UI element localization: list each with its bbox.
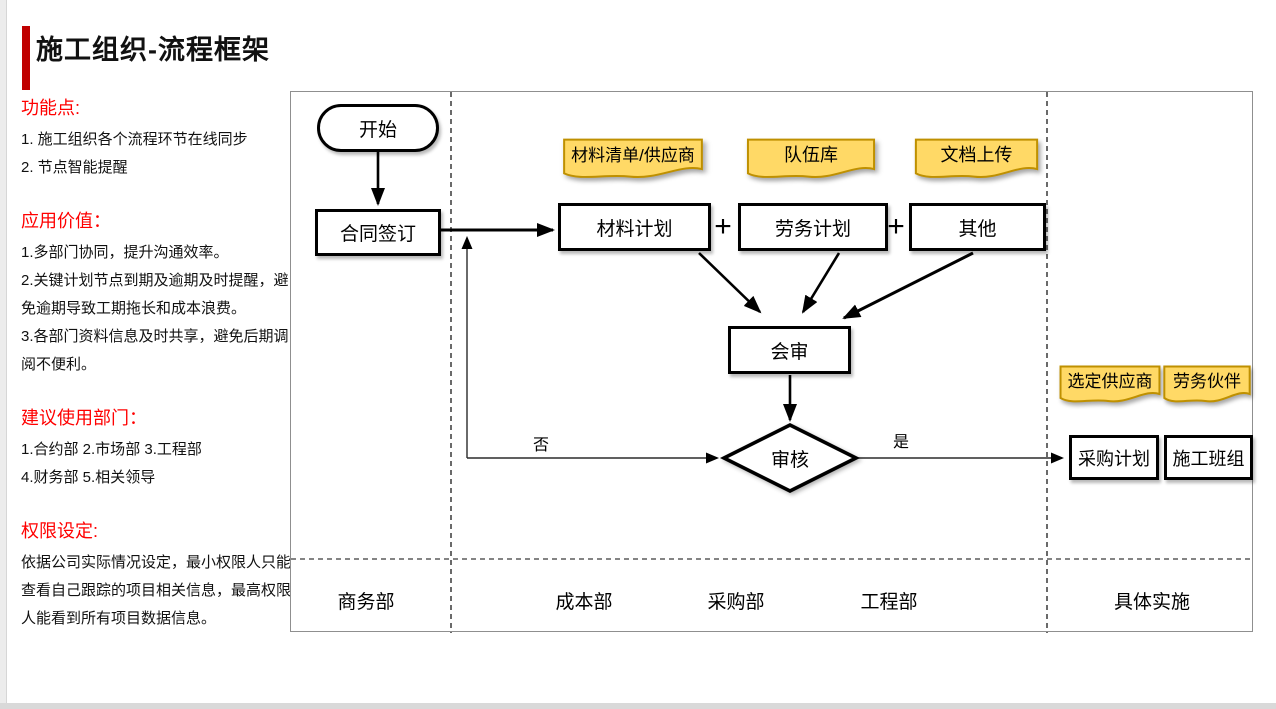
note-shape-icon bbox=[562, 138, 704, 183]
note-shape-icon bbox=[746, 138, 876, 183]
sidebar-section-value: 应用价值： 1.多部门协同，提升沟通效率。 2.关键计划节点到期及逾期及时提醒，… bbox=[21, 209, 293, 379]
note-selected-supplier: 选定供应商 bbox=[1059, 365, 1161, 407]
node-joint-review-label: 会审 bbox=[770, 341, 809, 363]
note-labor-partner: 劳务伙伴 bbox=[1163, 365, 1251, 407]
edge-label-yes: 是 bbox=[893, 434, 910, 451]
flowchart-connectors bbox=[291, 92, 1254, 633]
node-audit-label: 审核 bbox=[770, 449, 809, 471]
audit-diamond-shape bbox=[719, 422, 861, 494]
section-line: 3.各部门资料信息及时共享，避免后期调阅不便利。 bbox=[21, 328, 289, 373]
sidebar-section-features: 功能点: 1. 施工组织各个流程环节在线同步 2. 节点智能提醒 bbox=[21, 96, 293, 182]
node-joint-review: 会审 bbox=[728, 326, 851, 374]
lane-label-cost-dept: 成本部 bbox=[555, 592, 613, 613]
section-line: 2.关键计划节点到期及逾期及时提醒，避免逾期导致工期拖长和成本浪费。 bbox=[21, 272, 289, 317]
node-other: 其他 bbox=[909, 203, 1046, 251]
window-edge-bottom bbox=[0, 703, 1276, 709]
section-heading: 应用价值： bbox=[21, 211, 111, 231]
note-doc-upload: 文档上传 bbox=[914, 138, 1039, 183]
note-doc-upload-label: 文档上传 bbox=[940, 145, 1013, 165]
section-heading: 功能点: bbox=[21, 98, 81, 118]
node-construction-team-label: 施工班组 bbox=[1172, 448, 1245, 469]
edge-label-no: 否 bbox=[533, 437, 550, 454]
lane-label-business-dept: 商务部 bbox=[337, 592, 395, 613]
arrow-material-to-review bbox=[698, 252, 762, 314]
plus-separator-1: + bbox=[714, 210, 732, 243]
node-purchase-plan-label: 采购计划 bbox=[1078, 448, 1150, 469]
title-accent-bar bbox=[22, 26, 30, 90]
node-start-label: 开始 bbox=[358, 119, 397, 141]
window-edge-left bbox=[0, 0, 7, 709]
node-other-label: 其他 bbox=[958, 218, 997, 240]
note-selected-supplier-label: 选定供应商 bbox=[1067, 372, 1153, 391]
note-shape-icon bbox=[1059, 365, 1161, 407]
section-line: 4.财务部 5.相关领导 bbox=[21, 469, 156, 486]
section-line: 1.多部门协同，提升沟通效率。 bbox=[21, 244, 229, 261]
node-audit: 审核 bbox=[750, 445, 830, 471]
note-team-library: 队伍库 bbox=[746, 138, 876, 183]
node-material-plan: 材料计划 bbox=[558, 203, 711, 251]
node-contract-label: 合同签订 bbox=[339, 224, 416, 245]
lane-label-implementation: 具体实施 bbox=[1113, 592, 1191, 613]
note-team-library-label: 队伍库 bbox=[784, 145, 838, 165]
flowchart-canvas: 开始 合同签订 材料计划 劳务计划 其他 会审 采购计划 施工班组 审核 + + bbox=[290, 91, 1254, 633]
arrow-labor-to-review bbox=[801, 252, 841, 314]
lane-label-purchasing-dept: 采购部 bbox=[707, 592, 765, 613]
section-line: 2. 节点智能提醒 bbox=[21, 159, 128, 176]
node-labor-plan: 劳务计划 bbox=[738, 203, 888, 251]
sidebar-notes: 功能点: 1. 施工组织各个流程环节在线同步 2. 节点智能提醒 应用价值： 1… bbox=[21, 96, 293, 660]
plus-separator-2: + bbox=[887, 210, 905, 243]
node-construction-team: 施工班组 bbox=[1164, 435, 1253, 480]
section-line: 依据公司实际情况设定，最小权限人只能查看自己跟踪的项目相关信息，最高权限人能看到… bbox=[21, 554, 292, 627]
note-labor-partner-label: 劳务伙伴 bbox=[1173, 372, 1241, 391]
note-material-list-label: 材料清单/供应商 bbox=[571, 146, 695, 165]
section-line: 1.合约部 2.市场部 3.工程部 bbox=[21, 441, 202, 458]
section-heading: 权限设定: bbox=[21, 521, 99, 541]
section-line: 1. 施工组织各个流程环节在线同步 bbox=[21, 131, 248, 148]
page-title: 施工组织-流程框架 bbox=[36, 35, 270, 65]
node-labor-plan-label: 劳务计划 bbox=[774, 218, 851, 240]
sidebar-section-departments: 建议使用部门： 1.合约部 2.市场部 3.工程部 4.财务部 5.相关领导 bbox=[21, 406, 293, 492]
lane-label-engineering-dept: 工程部 bbox=[860, 592, 918, 613]
sidebar-section-permissions: 权限设定: 依据公司实际情况设定，最小权限人只能查看自己跟踪的项目相关信息，最高… bbox=[21, 519, 293, 633]
note-shape-icon bbox=[1163, 365, 1251, 407]
node-start: 开始 bbox=[317, 104, 439, 152]
node-material-plan-label: 材料计划 bbox=[596, 218, 673, 240]
node-purchase-plan: 采购计划 bbox=[1069, 435, 1159, 480]
note-shape-icon bbox=[914, 138, 1039, 183]
arrow-other-to-review bbox=[842, 251, 974, 320]
node-contract-signing: 合同签订 bbox=[315, 209, 441, 256]
note-material-list: 材料清单/供应商 bbox=[562, 138, 704, 183]
section-heading: 建议使用部门： bbox=[21, 408, 147, 428]
